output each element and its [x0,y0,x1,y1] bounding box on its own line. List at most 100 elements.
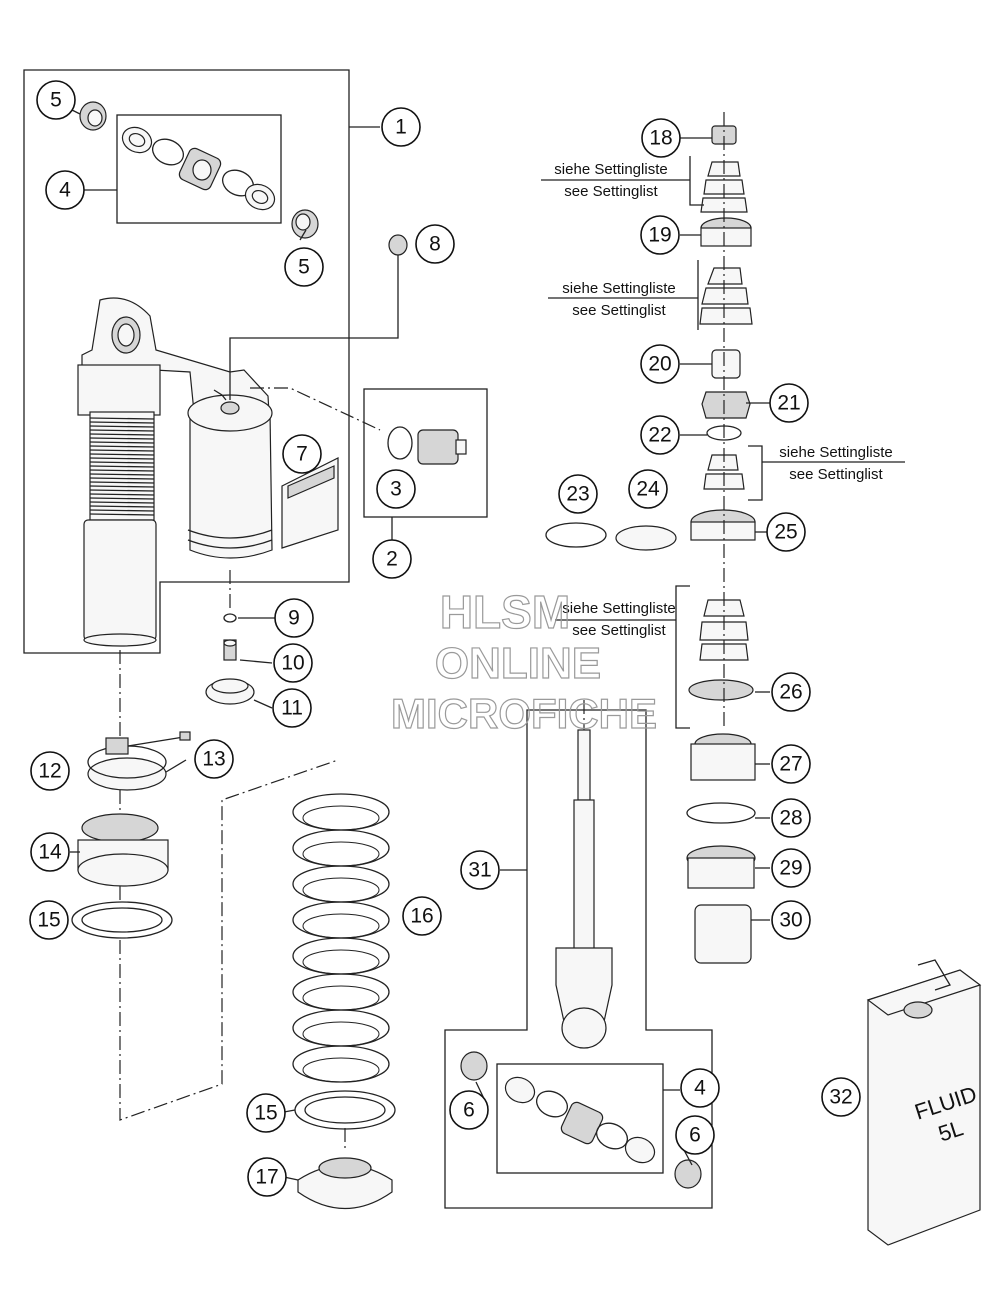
svg-text:6: 6 [463,1099,475,1122]
callout-25: 25 [766,512,806,552]
svg-text:20: 20 [648,353,671,376]
bushing-5-top [79,101,107,131]
callout-26: 26 [771,672,811,712]
washer-15-upper [71,901,173,939]
callout-27: 27 [771,744,811,784]
callout-2: 2 [372,539,412,579]
bearing-kit-4-top [121,126,276,211]
group-frames [23,69,713,1209]
watermark-line2: ONLINE [435,639,601,688]
callout-24: 24 [628,469,668,509]
spring-16 [292,793,390,1083]
watermark-line3: MICROFICHE [391,690,657,737]
svg-text:12: 12 [38,760,61,783]
svg-text:24: 24 [636,478,660,501]
svg-text:21: 21 [777,392,800,415]
svg-text:5: 5 [298,256,310,279]
spring-coil-inner [302,985,380,1011]
callout-15-upper: 15 [29,900,69,940]
callout-14: 14 [30,832,70,872]
setting-note-2-de: siehe Settingliste [562,280,675,297]
callout-12: 12 [30,751,70,791]
spring-coil-inner [302,841,380,867]
svg-text:19: 19 [648,224,671,247]
svg-text:29: 29 [779,857,802,880]
shock-body [77,297,273,647]
spring-coil-inner [302,949,380,975]
setting-note-4-de: siehe Settingliste [562,600,675,617]
callout-30: 30 [771,900,811,940]
svg-text:26: 26 [779,681,802,704]
callout-9: 9 [274,598,314,638]
callout-4-top: 4 [45,170,85,210]
parts-9-10-11 [205,613,255,705]
svg-text:25: 25 [774,521,797,544]
callout-23: 23 [558,474,598,514]
callout-29: 29 [771,848,811,888]
svg-text:14: 14 [38,841,62,864]
lower-bearing-kit [460,1051,702,1189]
svg-text:18: 18 [649,127,672,150]
spring-thread [89,417,155,516]
svg-text:4: 4 [59,179,71,202]
svg-text:31: 31 [468,859,491,882]
callout-28: 28 [771,798,811,838]
svg-text:15: 15 [254,1102,277,1125]
label-7 [281,457,339,549]
svg-text:27: 27 [779,753,802,776]
svg-text:2: 2 [386,548,398,571]
svg-text:30: 30 [779,909,802,932]
spring-coil-inner [302,805,380,831]
svg-text:16: 16 [410,905,433,928]
svg-text:13: 13 [202,748,225,771]
svg-text:23: 23 [566,483,589,506]
bushing-5-lower [291,209,319,239]
spring-coil-inner [302,913,380,939]
piston-rod-31 [555,729,613,1049]
callout-6-left: 6 [449,1090,489,1130]
callout-19: 19 [640,215,680,255]
setting-notes: siehe Settingliste see Settinglist siehe… [554,161,892,639]
callout-17: 17 [247,1157,287,1197]
setting-note-1-en: see Settinglist [564,183,658,200]
callout-11: 11 [272,688,312,728]
spring-coil-inner [302,1021,380,1047]
svg-text:11: 11 [281,697,303,720]
clamp-ring-12 [87,731,191,791]
svg-text:10: 10 [281,652,304,675]
svg-text:15: 15 [37,909,60,932]
callout-31: 31 [460,850,500,890]
callout-7: 7 [282,434,322,474]
setting-note-3-en: see Settinglist [789,466,883,483]
callout-21: 21 [769,383,809,423]
setting-note-2-en: see Settinglist [572,302,666,319]
svg-text:1: 1 [395,116,407,139]
callout-3: 3 [376,469,416,509]
svg-text:8: 8 [429,233,441,256]
svg-text:17: 17 [255,1166,278,1189]
callout-32: 32 [821,1077,861,1117]
svg-text:4: 4 [694,1077,706,1100]
spring-seat-17 [297,1157,393,1209]
svg-text:9: 9 [288,607,300,630]
callouts: 1 2 3 4 4 5 5 6 6 7 8 9 10 11 12 13 14 1… [29,80,861,1197]
callout-5-lower: 5 [284,247,324,287]
svg-text:32: 32 [829,1086,852,1109]
svg-text:7: 7 [296,443,308,466]
fluid-can-32: FLUID 5L [866,959,982,1246]
svg-text:5: 5 [50,89,62,112]
spring-coil-inner [302,1057,380,1083]
setting-note-3-de: siehe Settingliste [779,444,892,461]
cap-8 [388,234,408,256]
callout-10: 10 [273,643,313,683]
callout-16: 16 [402,896,442,936]
callout-8: 8 [415,224,455,264]
callout-13: 13 [194,739,234,779]
callout-22: 22 [640,415,680,455]
damper-stack [545,125,756,964]
watermark-line1: HLSM [440,586,570,638]
setting-note-4-en: see Settinglist [572,622,666,639]
svg-text:3: 3 [390,478,402,501]
washer-15-lower [294,1090,396,1130]
